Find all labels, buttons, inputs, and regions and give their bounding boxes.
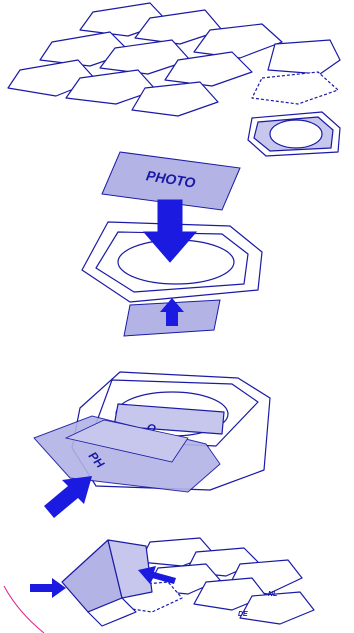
tile bbox=[267, 39, 341, 75]
arrow-up-icon bbox=[160, 298, 184, 326]
lang-label-2: DE bbox=[238, 611, 248, 618]
tile bbox=[239, 591, 315, 625]
tile-dashed bbox=[251, 71, 339, 105]
step3-photo-slide bbox=[33, 415, 221, 493]
tile bbox=[99, 39, 191, 75]
arrow-down-icon bbox=[142, 199, 198, 263]
step4-tile-sheet bbox=[111, 537, 315, 625]
step1-single-tile bbox=[247, 111, 341, 157]
tile bbox=[131, 81, 219, 117]
step2-photo-sheet: PHOTO bbox=[101, 151, 241, 211]
step1-tile-sheet bbox=[7, 2, 341, 117]
tile bbox=[65, 69, 157, 105]
arrow-insert-icon bbox=[44, 476, 92, 518]
step4-folded-flaps bbox=[61, 539, 153, 627]
arrow-in-left-icon bbox=[30, 578, 66, 598]
photo-label: PHOTO bbox=[145, 167, 197, 191]
step2-frame bbox=[81, 221, 263, 303]
tile bbox=[134, 9, 223, 45]
arrow-in-right-icon bbox=[138, 566, 176, 584]
tile bbox=[193, 23, 283, 59]
lang-label-1: NL bbox=[268, 591, 277, 598]
accent-curve bbox=[3, 585, 45, 633]
tile bbox=[164, 51, 253, 87]
